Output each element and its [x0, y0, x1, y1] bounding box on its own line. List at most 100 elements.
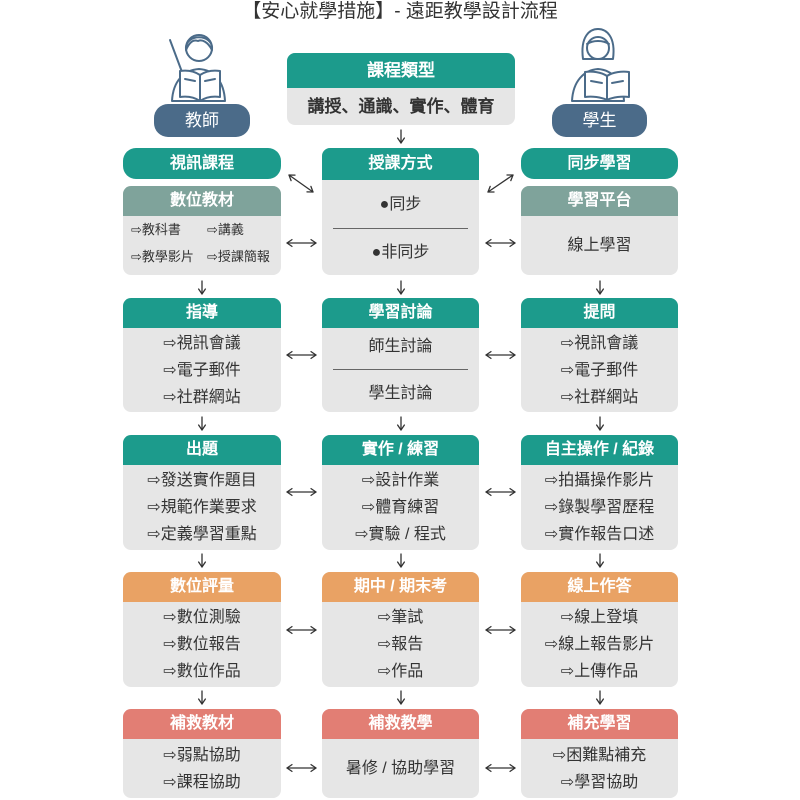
- list-item: 師生討論: [368, 338, 433, 355]
- arrow-head: [197, 561, 207, 568]
- down-arrow-center-4: [396, 690, 406, 705]
- list-item: ⇨授課簡報: [207, 249, 270, 264]
- double-arrow-right-row-1: [485, 238, 516, 248]
- list-item: ⇨錄製學習歷程: [544, 499, 655, 516]
- arrow-head: [286, 238, 293, 248]
- double-arrow-left-row-3: [286, 487, 317, 497]
- list-item: ⇨發送實作題目: [147, 472, 257, 489]
- double-arrow-right-row-4: [485, 625, 516, 635]
- list-item: 線上學習: [567, 237, 632, 254]
- down-arrow-teacher-4: [197, 690, 207, 705]
- list-item: ⇨視訊會議: [163, 334, 241, 352]
- assignment-header: 出題: [123, 435, 281, 465]
- book-right-page: [199, 69, 221, 102]
- arrow-head: [509, 625, 516, 635]
- self-operation-record-body: ⇨拍攝操作影片 ⇨錄製學習歷程 ⇨實作報告口述: [521, 465, 678, 550]
- arrow-head: [310, 350, 317, 360]
- list-item: ⇨學習協助: [560, 773, 639, 791]
- list-item: ⇨拍攝操作影片: [544, 472, 655, 489]
- list-item: ⇨教科書: [131, 222, 181, 237]
- teacher-icon: [169, 34, 226, 102]
- down-arrow-student-2: [595, 416, 605, 431]
- list-item: ⇨規範作業要求: [147, 499, 257, 516]
- list-item: ⇨教學影片: [131, 249, 194, 264]
- down-arrow-course-type: [396, 129, 406, 144]
- arrow-head: [197, 424, 207, 431]
- supplementary-learning-header: 補充學習: [521, 709, 678, 739]
- list-item: ⇨數位測驗: [163, 609, 241, 626]
- list-item: ⇨實驗 / 程式: [355, 526, 446, 543]
- digital-materials-body: ⇨教科書 ⇨講義 ⇨教學影片 ⇨授課簡報: [123, 216, 281, 275]
- midterm-final-exam-body: ⇨筆試 ⇨報告 ⇨作品: [322, 602, 479, 687]
- down-arrow-student-3: [595, 553, 605, 568]
- divider: [333, 369, 468, 370]
- arrow-head: [396, 137, 406, 144]
- arrow-head: [396, 561, 406, 568]
- guidance-body: ⇨視訊會議 ⇨電子郵件 ⇨社群網站: [123, 328, 281, 412]
- list-item: ⇨線上登填: [560, 609, 639, 626]
- supplementary-learning-body: ⇨困難點補充 ⇨學習協助: [521, 739, 678, 798]
- arrow-head: [197, 698, 207, 705]
- arrow-head: [485, 350, 492, 360]
- list-item: ⇨講義: [207, 222, 244, 237]
- list-item: ⇨定義學習重點: [147, 526, 257, 543]
- list-item: ⇨體育練習: [361, 499, 440, 516]
- list-item: ⇨課程協助: [163, 773, 241, 791]
- teaching-mode-body: ●同步 ●非同步: [322, 180, 479, 275]
- guidance-header: 指導: [123, 298, 281, 328]
- list-item: ⇨視訊會議: [560, 334, 639, 352]
- digital-assessment-header: 數位評量: [123, 572, 281, 602]
- arrow-head: [509, 238, 516, 248]
- student-icon: [571, 28, 630, 102]
- student-role-label: 學生: [552, 104, 647, 137]
- page-title: 【安心就學措施】- 遠距教學設計流程: [242, 1, 558, 22]
- list-item: ⇨報告: [377, 636, 424, 653]
- practice-header: 實作 / 練習: [322, 435, 479, 465]
- diagonal-double-arrow-left: [288, 174, 314, 193]
- book-line: [204, 78, 216, 82]
- double-arrow-right-row-3: [485, 487, 516, 497]
- down-arrow-center-1: [396, 280, 406, 295]
- list-item: ⇨困難點補充: [552, 746, 647, 764]
- list-item: 學生討論: [368, 385, 433, 402]
- remedial-teaching-header: 補救教學: [322, 709, 479, 739]
- teacher-role-label: 教師: [154, 104, 250, 137]
- list-item: ⇨設計作業: [361, 472, 440, 489]
- digital-materials-header: 數位教材: [123, 186, 281, 216]
- learning-platform-header: 學習平台: [521, 186, 678, 216]
- arrow-head: [310, 487, 317, 497]
- arrow-head: [485, 625, 492, 635]
- arrow-head: [509, 763, 516, 773]
- learning-discussion-box: 學習討論 師生討論 學生討論: [322, 298, 479, 412]
- digital-materials-box: 數位教材 ⇨教科書 ⇨講義 ⇨教學影片 ⇨授課簡報: [123, 186, 281, 275]
- online-answer-header: 線上作答: [521, 572, 678, 602]
- book-line: [184, 78, 196, 82]
- arrow-head: [485, 763, 492, 773]
- course-type-header: 課程類型: [287, 53, 515, 88]
- arrow-head: [310, 763, 317, 773]
- learning-platform-box: 學習平台 線上學習: [521, 186, 678, 275]
- questions-box: 提問 ⇨視訊會議 ⇨電子郵件 ⇨社群網站: [521, 298, 678, 412]
- book-left-page: [584, 70, 608, 101]
- book-right-page: [606, 70, 630, 101]
- online-answer-body: ⇨線上登填 ⇨線上報告影片 ⇨上傳作品: [521, 602, 678, 687]
- synchronous-learning-pill: 同步學習: [521, 148, 678, 179]
- list-item: ⇨社群網站: [560, 388, 639, 406]
- list-item: ⇨作品: [377, 663, 424, 680]
- assignment-box: 出題 ⇨發送實作題目 ⇨規範作業要求 ⇨定義學習重點: [123, 435, 281, 550]
- down-arrow-student-4: [595, 690, 605, 705]
- list-item: ⇨實作報告口述: [544, 526, 655, 543]
- digital-assessment-box: 數位評量 ⇨數位測驗 ⇨數位報告 ⇨數位作品: [123, 572, 281, 687]
- arrow-head: [509, 487, 516, 497]
- double-arrow-left-row-2: [286, 350, 317, 360]
- book-line: [611, 80, 624, 84]
- self-operation-record-header: 自主操作 / 紀錄: [521, 435, 678, 465]
- guidance-box: 指導 ⇨視訊會議 ⇨電子郵件 ⇨社群網站: [123, 298, 281, 412]
- teacher-hair: [184, 36, 214, 51]
- double-arrow-left-row-4: [286, 625, 317, 635]
- list-item: ●非同步: [371, 244, 430, 261]
- arrow-head: [485, 487, 492, 497]
- arrow-head: [310, 625, 317, 635]
- double-arrow-right-row-2: [485, 350, 516, 360]
